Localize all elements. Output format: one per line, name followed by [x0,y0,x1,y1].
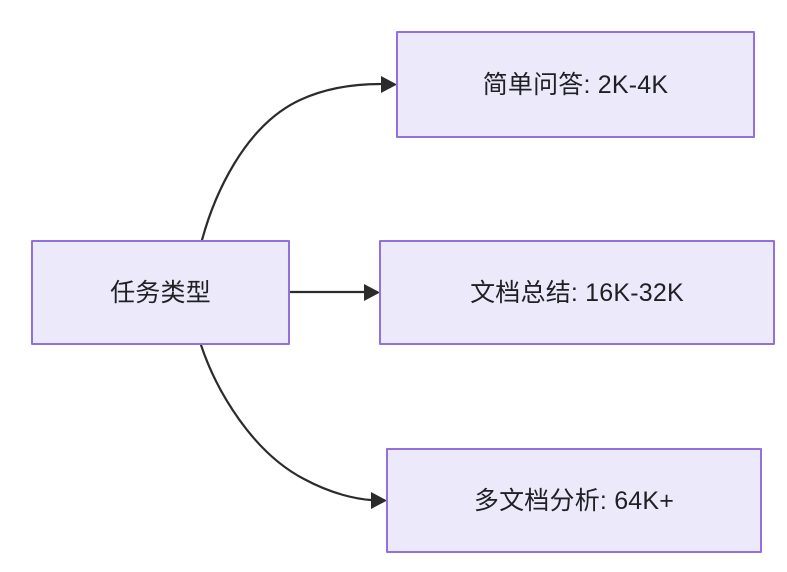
edge-root-to-doc-summary [288,284,380,301]
edge-root-to-multi-doc [199,343,387,509]
node-simple-qa-label: 简单问答: 2K-4K [482,70,669,99]
edge-root-to-simple-qa [200,76,397,242]
node-task-type[interactable]: 任务类型 [31,240,290,345]
arrowhead-icon [381,76,397,93]
arrowhead-icon [364,284,380,301]
node-simple-qa[interactable]: 简单问答: 2K-4K [396,31,755,138]
node-multi-doc[interactable]: 多文档分析: 64K+ [386,448,762,553]
node-multi-doc-label: 多文档分析: 64K+ [473,486,675,515]
arrowhead-icon [371,492,387,509]
node-doc-summary[interactable]: 文档总结: 16K-32K [379,240,775,345]
node-task-type-label: 任务类型 [110,278,211,307]
node-doc-summary-label: 文档总结: 16K-32K [470,278,684,307]
